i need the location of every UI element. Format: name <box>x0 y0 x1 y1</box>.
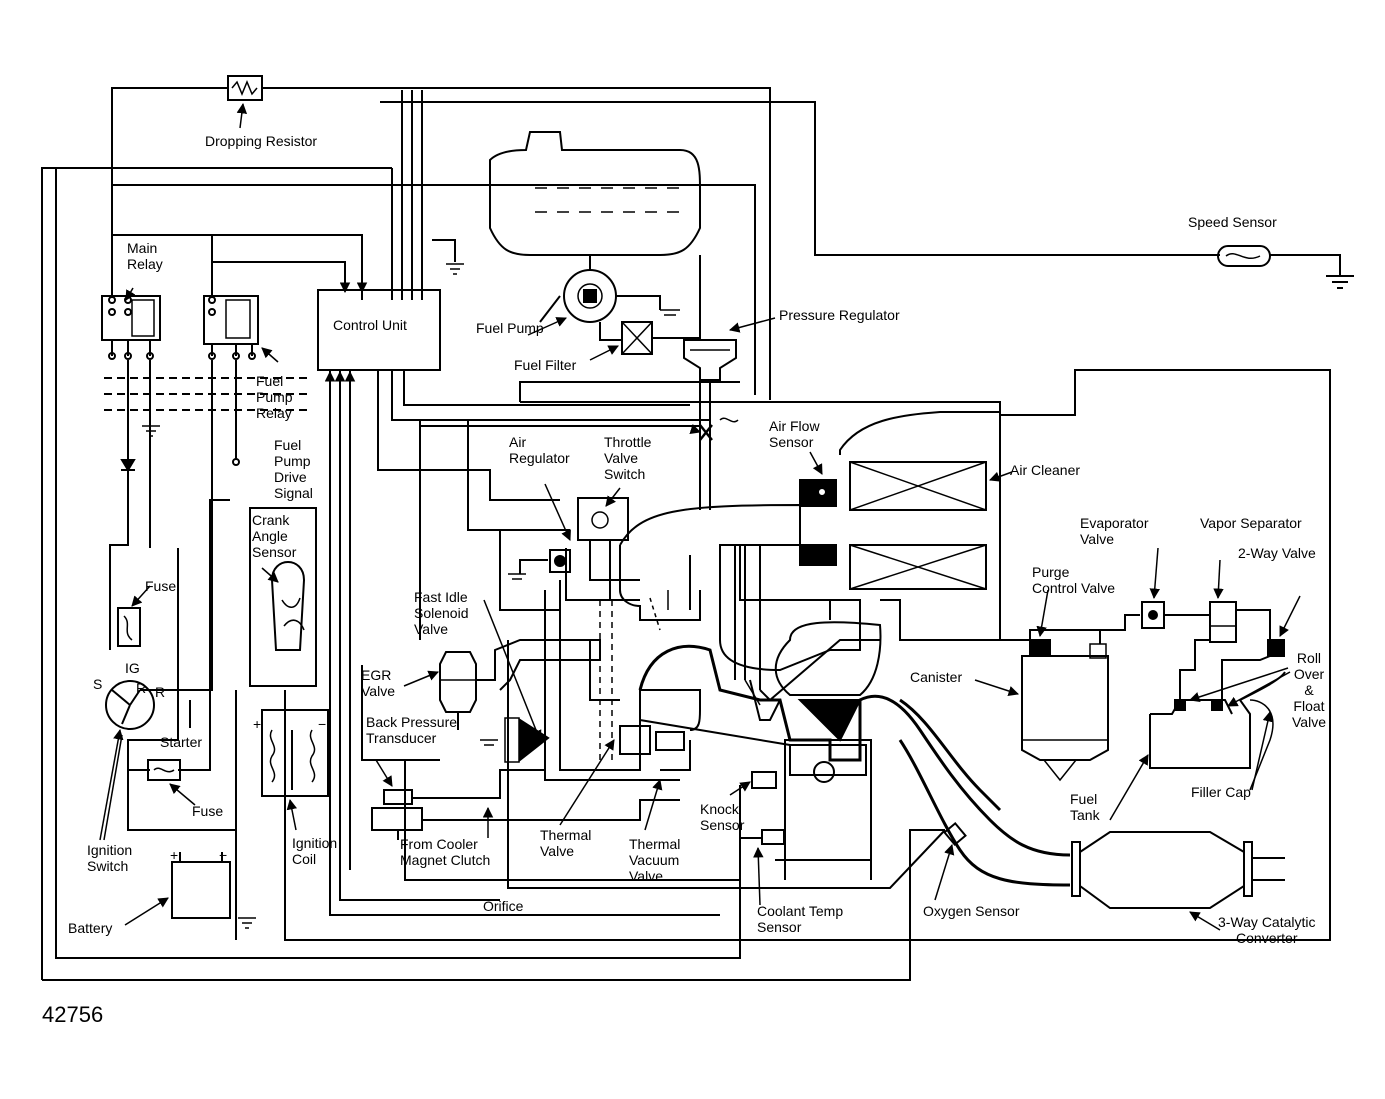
label-ig: IG <box>125 660 140 676</box>
label-throttle-valve-switch: Throttle Valve Switch <box>604 434 652 482</box>
label-oxygen-sensor: Oxygen Sensor <box>923 903 1020 919</box>
label-starter: Starter <box>160 734 203 750</box>
label-minus-coil: − <box>318 716 327 732</box>
fuse-bottom <box>147 759 181 781</box>
label-control-unit: Control Unit <box>333 317 407 333</box>
label-fuel-filter: Fuel Filter <box>514 357 577 373</box>
air-cleaner <box>849 461 987 511</box>
label-air-flow-sensor: Air Flow Sensor <box>769 418 820 450</box>
label-fast-idle-solenoid-valve: Fast Idle Solenoid Valve <box>414 589 469 637</box>
label-fuse-top: Fuse <box>145 578 177 594</box>
label-fuel-pump-drive-signal: Fuel Pump Drive Signal <box>274 437 313 501</box>
fuel-pump-relay <box>203 295 259 345</box>
label-air-regulator: Air Regulator <box>509 434 570 466</box>
ignition-switch <box>105 680 155 730</box>
vapor-separator <box>1209 601 1237 643</box>
label-three-way-catalytic-converter: 3-Way Catalytic Converter <box>1218 914 1316 946</box>
piston <box>784 739 872 861</box>
label-canister: Canister <box>910 669 963 685</box>
label-fuse-bottom: Fuse <box>192 803 224 819</box>
battery <box>171 861 231 919</box>
label-fuel-tank: Fuel Tank <box>1070 791 1100 823</box>
label-r1: R <box>136 680 147 696</box>
label-roll-over-float-valve: Roll Over & Float Valve <box>1292 650 1326 730</box>
two-way-valve <box>1267 639 1285 657</box>
label-back-pressure-transducer: Back Pressure Transducer <box>366 714 458 746</box>
label-vapor-separator: Vapor Separator <box>1200 515 1302 531</box>
label-knock-sensor: Knock Sensor <box>700 801 745 833</box>
label-fuel-pump-relay: Fuel Pump Relay <box>256 373 293 421</box>
thermal-vacuum-valve <box>619 725 651 755</box>
label-fuel-pump: Fuel Pump <box>476 320 544 336</box>
control-unit <box>317 289 441 371</box>
label-filler-cap: Filler Cap <box>1191 784 1251 800</box>
label-pressure-regulator: Pressure Regulator <box>779 307 900 323</box>
wiring-harness <box>41 87 1341 981</box>
figure-number: 42756 <box>42 1002 104 1027</box>
pressure-regulator <box>683 339 737 381</box>
label-r2: R <box>155 684 166 700</box>
label-s: S <box>93 676 103 692</box>
label-ignition-switch: Ignition Switch <box>87 842 133 874</box>
label-battery: Battery <box>68 920 113 936</box>
label-air-cleaner: Air Cleaner <box>1010 462 1081 478</box>
label-plus-battery: + <box>170 847 179 863</box>
coolant-temp-sensor <box>761 829 785 845</box>
ignition-coil <box>261 709 329 797</box>
label-thermal-valve: Thermal Valve <box>540 827 592 859</box>
label-purge-control-valve: Purge Control Valve <box>1032 564 1116 596</box>
label-coolant-temp-sensor: Coolant Temp Sensor <box>757 903 844 935</box>
canister <box>1021 655 1109 761</box>
speed-sensor <box>1217 245 1271 267</box>
exhaust-pipe <box>898 739 1071 887</box>
label-plus-coil: + <box>253 716 262 732</box>
crank-angle-sensor <box>249 507 317 687</box>
back-pressure-transducer <box>383 789 413 805</box>
air-regulator <box>549 549 571 573</box>
label-main-relay: Main Relay <box>127 240 163 272</box>
throttle-valve-switch <box>577 497 629 541</box>
fuse-top <box>117 607 141 647</box>
label-speed-sensor: Speed Sensor <box>1188 214 1277 230</box>
label-crank-angle-sensor: Crank Angle Sensor <box>252 512 297 560</box>
label-dropping-resistor: Dropping Resistor <box>205 133 318 149</box>
three-way-catalytic-converter <box>1079 831 1245 909</box>
label-orifice: Orifice <box>483 898 524 914</box>
label-egr-valve: EGR Valve <box>361 667 395 699</box>
dropping-resistor <box>227 75 263 101</box>
label-minus-battery: − <box>219 847 228 863</box>
intake-manifold <box>619 503 861 672</box>
label-two-way-valve: 2-Way Valve <box>1238 545 1316 561</box>
label-thermal-vacuum-valve: Thermal Vacuum Valve <box>629 836 681 884</box>
label-from-cooler-magnet-clutch: From Cooler Magnet Clutch <box>400 836 491 868</box>
fuel-reservoir <box>489 131 701 256</box>
knock-sensor <box>751 771 777 789</box>
label-evaporator-valve: Evaporator Valve <box>1080 515 1149 547</box>
label-ignition-coil: Ignition Coil <box>292 835 338 867</box>
egr-valve <box>439 651 477 713</box>
oxygen-sensor <box>943 821 967 847</box>
engine-block <box>638 644 1071 857</box>
